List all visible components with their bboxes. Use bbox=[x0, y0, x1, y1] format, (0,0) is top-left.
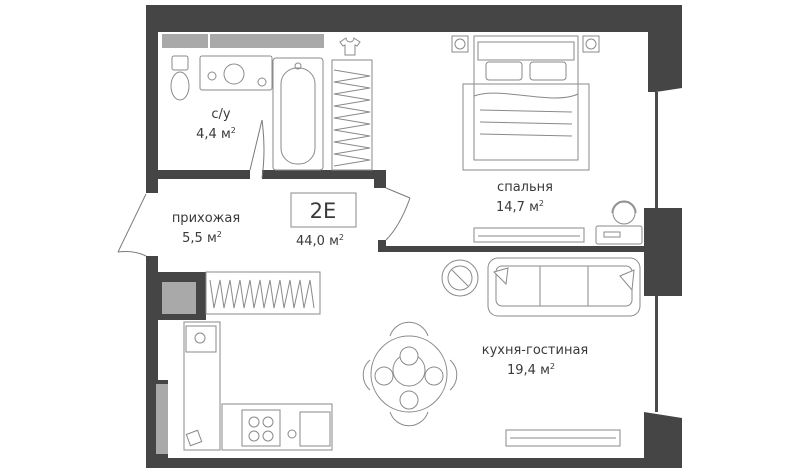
shelving-icon bbox=[205, 271, 321, 315]
sofa-icon bbox=[487, 257, 641, 317]
kitchen-counter-icon bbox=[183, 321, 333, 451]
desk-icon bbox=[595, 200, 643, 245]
tv-stand-icon bbox=[473, 227, 585, 243]
hallway-door bbox=[385, 187, 411, 241]
room-area-bedroom: 14,7 м2 bbox=[496, 199, 544, 215]
room-area-hallway: 5,5 м2 bbox=[182, 230, 222, 246]
apartment-code: 2E bbox=[310, 199, 337, 223]
apartment-code-box bbox=[290, 192, 357, 228]
room-name-bedroom: спальня bbox=[497, 180, 553, 195]
toilet-icon bbox=[170, 55, 190, 101]
entry-door bbox=[117, 193, 147, 257]
room-name-bathroom: с/у bbox=[211, 107, 231, 122]
room-name-kitchen-living: кухня-гостиная bbox=[482, 343, 589, 358]
kitchen-cabinet bbox=[156, 384, 168, 454]
room-area-bathroom: 4,4 м2 bbox=[196, 126, 236, 142]
sink-icon bbox=[199, 55, 273, 91]
wardrobe-icon bbox=[331, 37, 373, 171]
apartment-total-area: 44,0 м2 bbox=[296, 233, 344, 249]
room-area-kitchen-living: 19,4 м2 bbox=[507, 362, 555, 378]
room-name-hallway: прихожая bbox=[172, 211, 240, 226]
kitchen-cabinet bbox=[162, 282, 196, 314]
bed-icon bbox=[462, 35, 590, 171]
nightstand-icon bbox=[451, 35, 600, 53]
tshirt-icon bbox=[339, 37, 361, 56]
bathroom-door bbox=[249, 119, 265, 179]
bathtub-icon bbox=[272, 57, 324, 171]
armchair-icon bbox=[441, 259, 479, 297]
tv-stand-icon bbox=[505, 429, 621, 447]
storage-shelf bbox=[210, 34, 324, 48]
storage-shelf bbox=[162, 34, 208, 48]
dining-table-icon bbox=[362, 321, 458, 427]
